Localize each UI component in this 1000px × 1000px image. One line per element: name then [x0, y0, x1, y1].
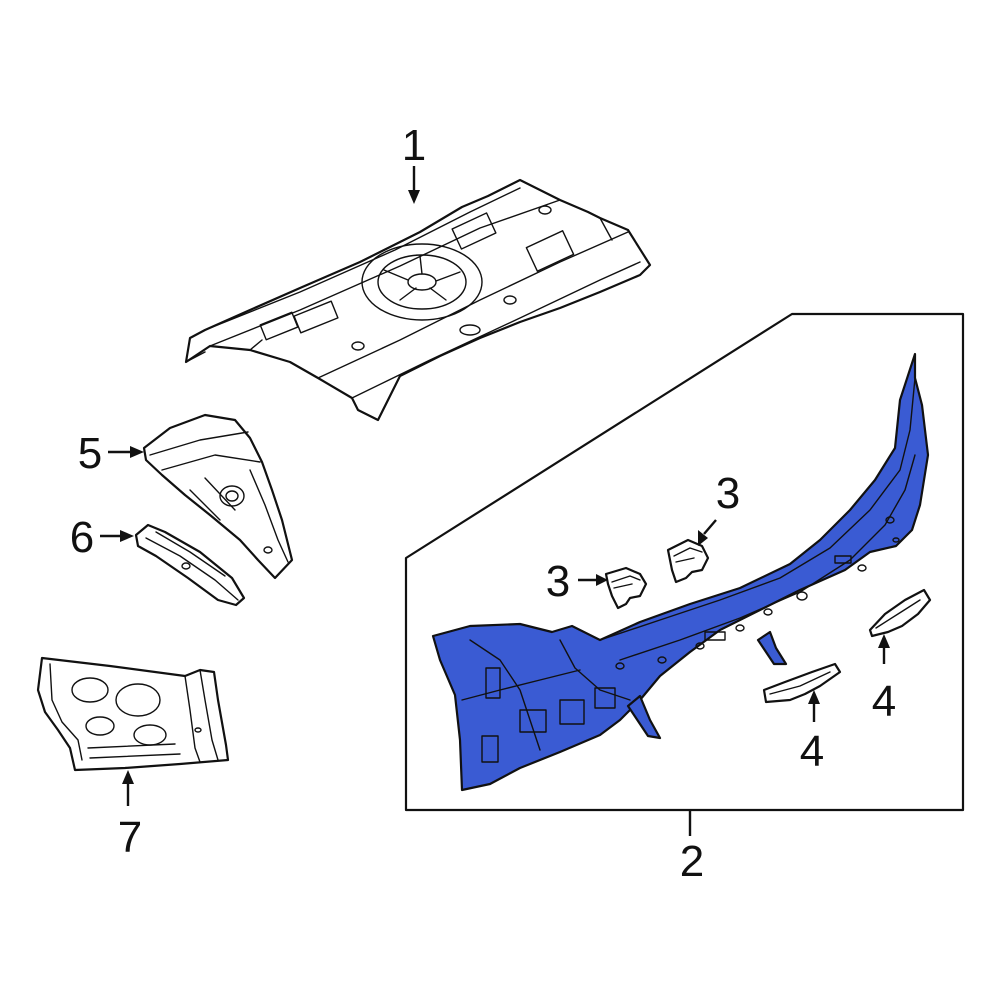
part-1-rear-floor-pan[interactable] [184, 178, 652, 422]
callout-arrow-3-left [578, 574, 608, 586]
part-3-clip-left[interactable] [604, 566, 648, 610]
callout-arrow-5 [108, 446, 144, 458]
callout-arrow-4-center [808, 690, 820, 722]
part-3-clip-right[interactable] [666, 538, 710, 584]
part-4-bracket-right[interactable] [868, 588, 932, 638]
callout-arrow-6 [100, 530, 134, 542]
callout-arrow-4-right [878, 634, 890, 664]
callout-number-6: 6 [70, 513, 94, 562]
part-2-callout-frame [404, 312, 965, 812]
part-2-rear-body-panel[interactable] [431, 352, 930, 792]
callout-number-3-right: 3 [716, 469, 740, 518]
part-4-bracket-center[interactable] [762, 662, 842, 704]
callout-number-2: 2 [680, 837, 704, 886]
callout-number-4-center: 4 [800, 727, 824, 776]
callout-number-1: 1 [402, 121, 426, 170]
callout-arrow-1 [408, 166, 420, 204]
part-6-cross-member[interactable] [134, 523, 246, 607]
callout-arrow-3-right [698, 519, 717, 546]
callout-arrow-7 [122, 770, 134, 806]
part-5-bracket[interactable] [142, 413, 294, 580]
callout-number-7: 7 [118, 813, 142, 862]
callout-number-3-left: 3 [546, 557, 570, 606]
part-7-side-panel[interactable] [36, 656, 230, 772]
callout-number-4-right: 4 [872, 677, 896, 726]
callout-number-5: 5 [78, 429, 102, 478]
